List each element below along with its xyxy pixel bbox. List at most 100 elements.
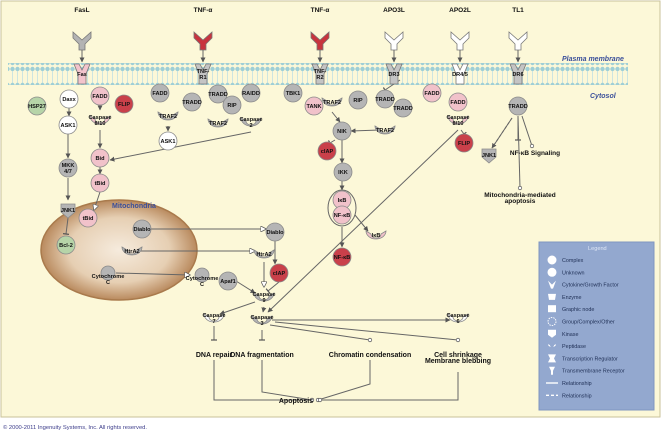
- receptor-2: TNF-R2: [311, 63, 329, 85]
- outcome-chrom: Chromatin condensation: [329, 352, 411, 359]
- node-label: FADD: [92, 94, 107, 100]
- legend-item: Relationship: [546, 393, 592, 399]
- cytokine-icon: [384, 31, 404, 51]
- legend-label: Complex: [562, 258, 584, 264]
- peptidase-icon: [251, 315, 273, 325]
- complex-ring: [327, 189, 357, 227]
- node-daxx: Daxx: [59, 89, 79, 109]
- node-label: Bid: [95, 156, 105, 162]
- node-label: ASK1: [61, 123, 76, 129]
- node-label: TRADD: [508, 104, 528, 110]
- outcome-label: DNA fragmentation: [230, 352, 294, 359]
- peptidase-icon: [203, 313, 225, 323]
- node-label: TRADD: [182, 100, 202, 106]
- node-label: TRAF2: [323, 100, 341, 106]
- receptor-label: Fas: [77, 72, 87, 78]
- legend-label: Kinase: [562, 332, 578, 338]
- legend-item: Group/Complex/Other: [547, 317, 615, 326]
- outcome-label: DNA repair: [196, 352, 233, 359]
- ligand-5: TL1: [508, 7, 528, 63]
- legend-label: Enzyme: [562, 295, 581, 301]
- legend-title: Legend: [588, 246, 607, 252]
- peptidase-icon: [207, 118, 229, 128]
- legend-item: Peptidase: [548, 344, 586, 350]
- legend-label: Cytokine/Growth Factor: [562, 283, 619, 289]
- cytokine-icon: [72, 31, 92, 51]
- node-diablo1: Diablo: [132, 219, 152, 239]
- receptor-0: Fas: [73, 63, 91, 85]
- receptor-4: DR4/5: [451, 63, 469, 85]
- legend-item: Cytokine/Growth Factor: [548, 280, 619, 289]
- legend-item: Complex: [547, 255, 584, 265]
- legend-item: Transmembrane Receptor: [549, 366, 625, 375]
- receptor-5: DR6: [509, 63, 527, 85]
- node-label: HSP27: [28, 104, 46, 110]
- node-ikk: IKK: [333, 162, 353, 182]
- node-label: IκB: [372, 233, 381, 239]
- node-tbid2: tBid: [78, 208, 98, 228]
- node-label: Bcl-2: [59, 243, 73, 249]
- legend-label: Group/Complex/Other: [562, 320, 615, 326]
- transmembrane-receptor-icon: [549, 366, 555, 375]
- node-label: tBid: [83, 216, 94, 222]
- node-traf2d: TRAF2: [374, 125, 396, 135]
- receptor-label: DR3: [388, 72, 399, 78]
- node-htra2b: HtrA2: [253, 249, 275, 259]
- group-icon: [547, 317, 557, 326]
- node-ask1a: ASK1: [58, 115, 78, 135]
- node-diablo2: Diablo: [265, 222, 285, 242]
- node-label: TRADD: [393, 106, 413, 112]
- kinase-icon: [481, 148, 497, 164]
- node-label: FLIP: [458, 141, 470, 147]
- node-tradd2: TRADD: [208, 84, 228, 104]
- node-label: RIP: [227, 103, 237, 109]
- outcome-label: Apoptosis: [279, 398, 313, 405]
- enzyme-icon: [548, 293, 556, 300]
- node-ciap2: cIAP: [269, 263, 289, 283]
- node-label: IκB: [338, 198, 347, 204]
- receptor-1: TNF-R1: [194, 63, 212, 85]
- receptor-icon: [73, 63, 91, 85]
- node-raidd: RAIDD: [241, 83, 261, 103]
- legend-item: Unknown: [547, 267, 584, 277]
- node-rip1: RIP: [222, 95, 242, 115]
- peptidase-icon: [548, 344, 556, 348]
- legend-item: Kinase: [548, 329, 578, 338]
- node-label: ASK1: [161, 139, 176, 145]
- legend-label: Relationship: [562, 393, 592, 399]
- node-nfkb_sig: NF-κB Signaling: [510, 150, 560, 157]
- node-label: Apaf1: [220, 279, 236, 285]
- node-label: TRAF2: [209, 121, 227, 127]
- cytokine-icon: [508, 31, 528, 51]
- node-flip2: FLIP: [454, 133, 474, 153]
- node-jnk1a: JNK1: [60, 203, 76, 219]
- node-tbid1: tBid: [90, 173, 110, 193]
- cytosol-label: Cytosol: [590, 93, 617, 100]
- receptor-label: DR6: [512, 72, 523, 78]
- plasma-membrane-label: Plasma membrane: [562, 56, 624, 63]
- peptidase-icon: [157, 111, 179, 121]
- legend-item: Graphic node: [548, 305, 594, 313]
- node-label: FADD: [450, 100, 465, 106]
- node-tradd3: TRADD: [375, 89, 395, 109]
- legend-label: Unknown: [562, 270, 584, 276]
- cytokine-icon: [548, 280, 556, 289]
- peptidase-icon: [447, 313, 469, 323]
- ligand-label: TL1: [512, 7, 524, 14]
- graphic-node-icon: [548, 305, 556, 313]
- ligand-label: APO3L: [383, 7, 405, 14]
